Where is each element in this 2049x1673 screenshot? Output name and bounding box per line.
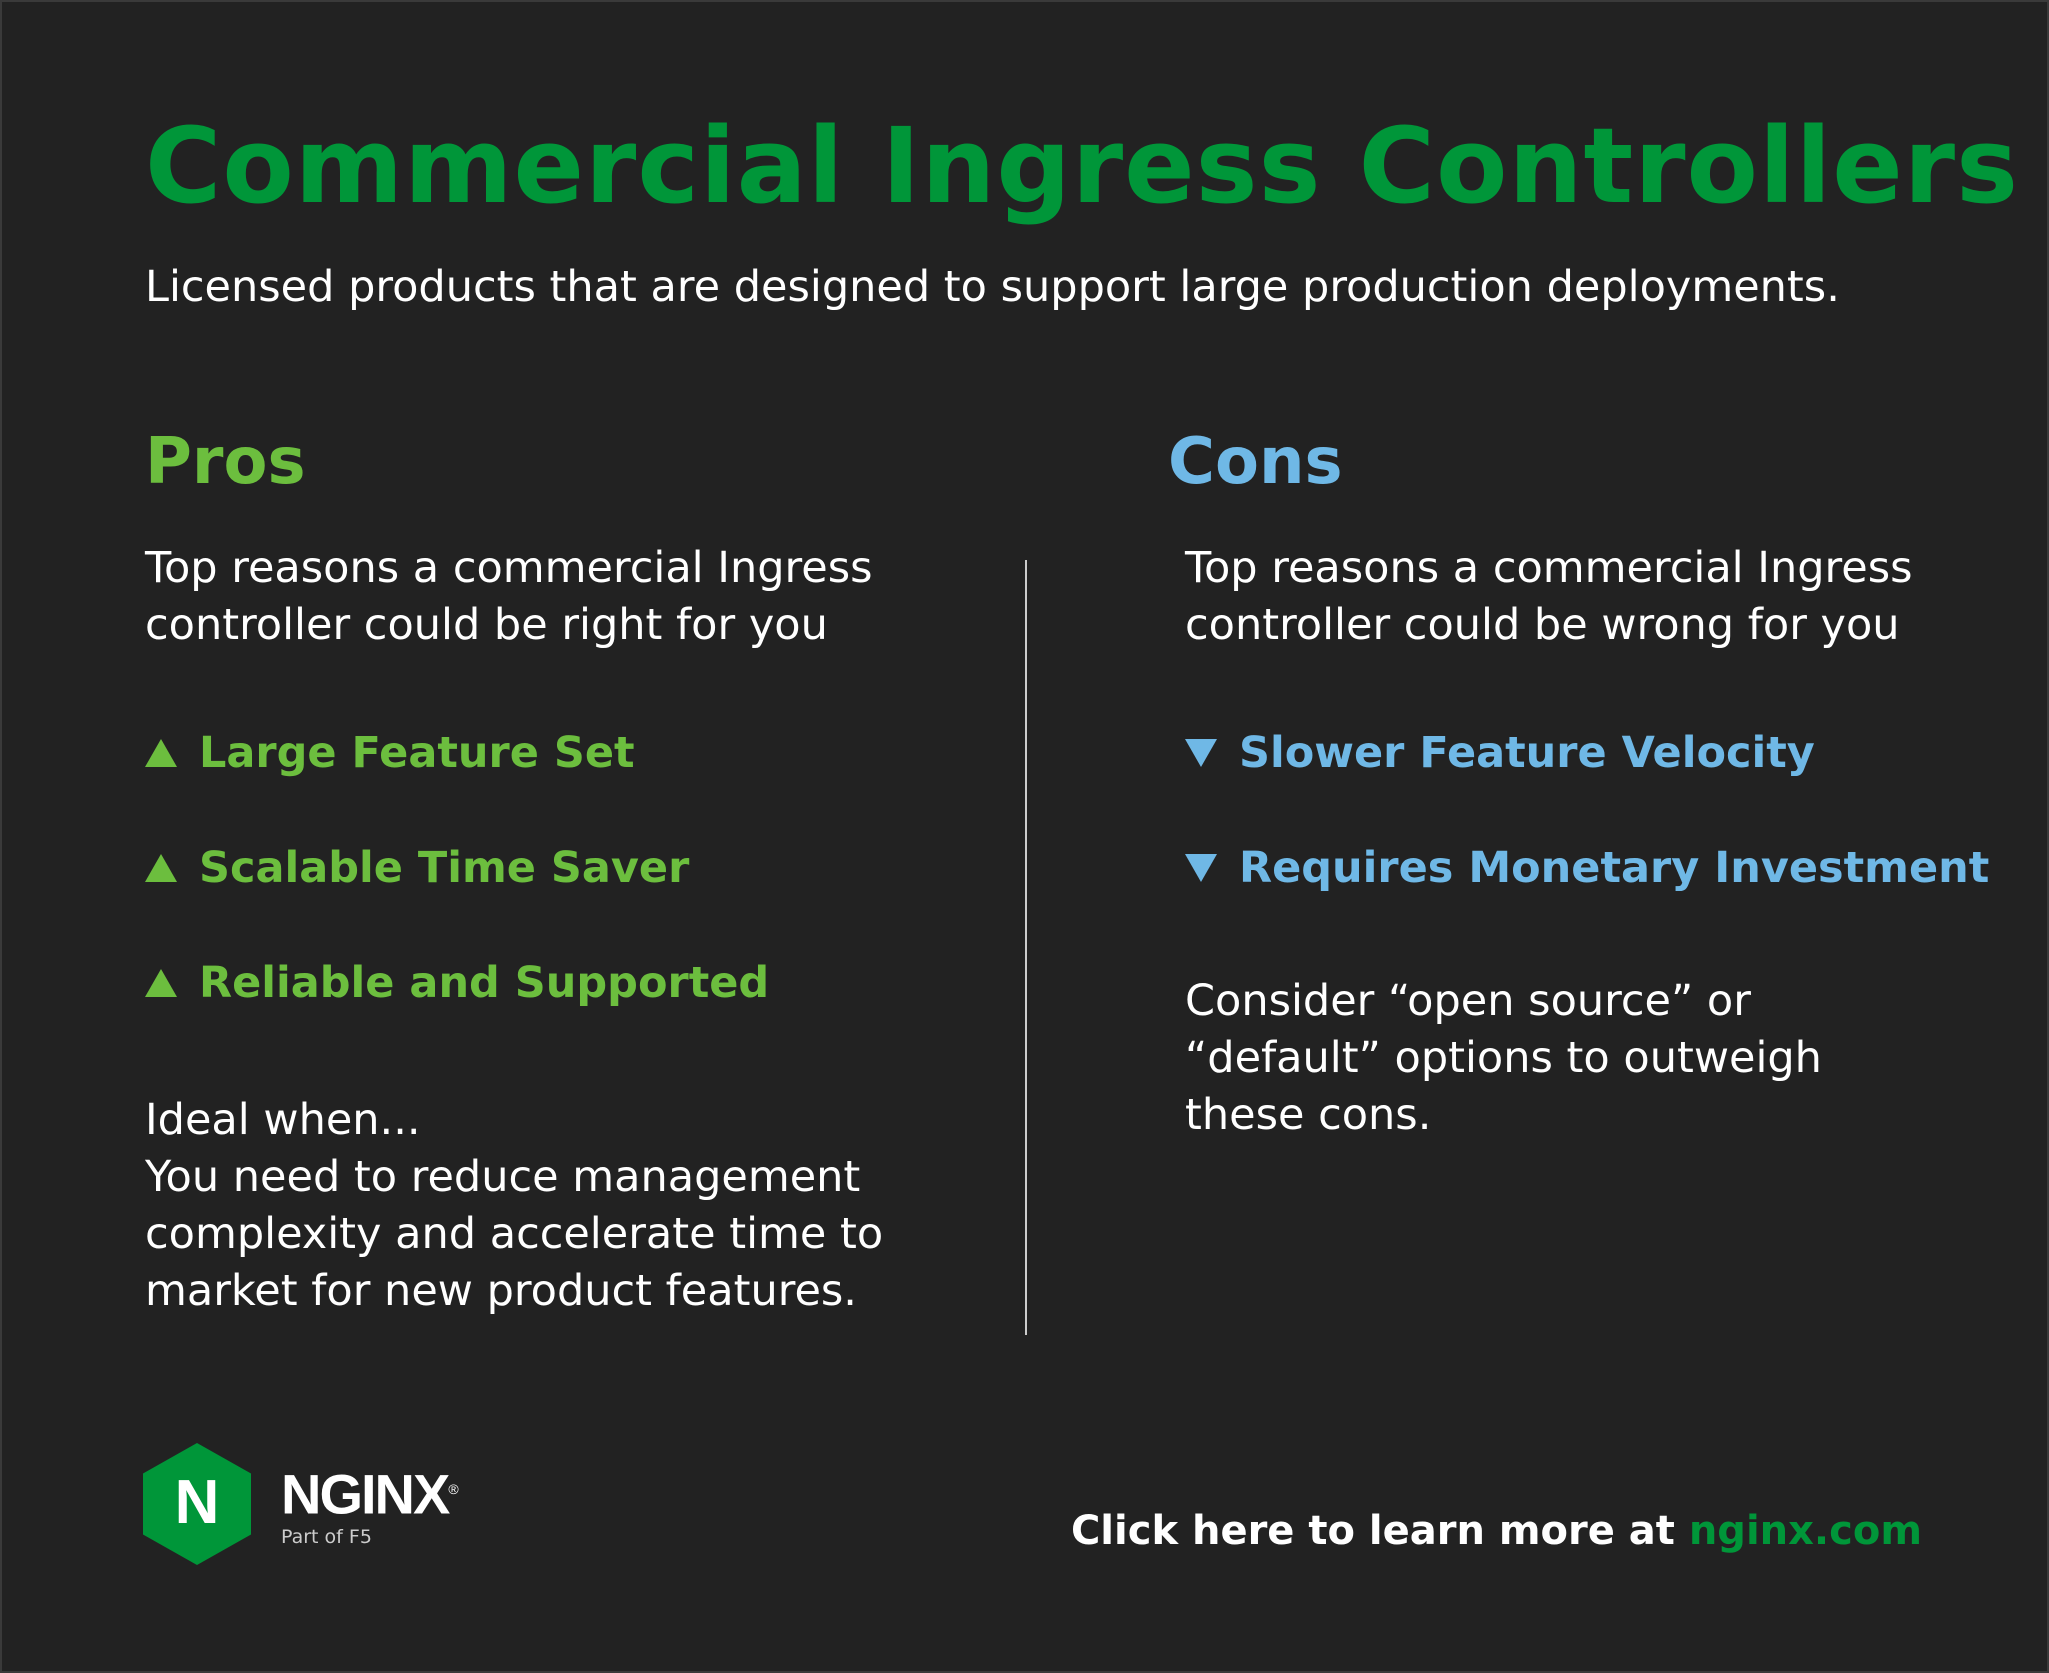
- triangle-down-icon: [1185, 854, 1217, 882]
- pro-item: Large Feature Set: [145, 728, 635, 778]
- triangle-down-icon: [1185, 739, 1217, 767]
- ideal-when-lead: Ideal when...: [145, 1095, 421, 1145]
- consider-note: Consider “open source” or “default” opti…: [1185, 976, 1822, 1140]
- pro-item-label: Scalable Time Saver: [199, 843, 690, 893]
- column-divider: [1025, 560, 1027, 1335]
- cons-heading: Cons: [1168, 425, 1343, 499]
- ideal-when-text: You need to reduce management complexity…: [145, 1152, 884, 1316]
- triangle-up-icon: [145, 854, 177, 882]
- con-item-label: Requires Monetary Investment: [1239, 843, 1990, 893]
- pro-item: Scalable Time Saver: [145, 843, 689, 893]
- nginx-hexagon-icon: N: [143, 1443, 251, 1565]
- con-item: Requires Monetary Investment: [1185, 843, 1989, 893]
- pro-item-label: Large Feature Set: [199, 728, 635, 778]
- cta-text: Click here to learn more at: [1070, 1508, 1689, 1554]
- logo-subtitle: Part of F5: [281, 1525, 372, 1548]
- triangle-up-icon: [145, 739, 177, 767]
- page-subtitle: Licensed products that are designed to s…: [145, 262, 1840, 312]
- logo-letter: N: [175, 1468, 220, 1537]
- pros-heading: Pros: [145, 425, 306, 499]
- cons-intro: Top reasons a commercial Ingress control…: [1185, 543, 1913, 650]
- pros-intro: Top reasons a commercial Ingress control…: [145, 543, 873, 650]
- triangle-up-icon: [145, 969, 177, 997]
- ideal-when-block: Ideal when... You need to reduce managem…: [145, 1092, 965, 1320]
- registered-mark: ®: [448, 1481, 459, 1498]
- cta-url[interactable]: nginx.com: [1688, 1508, 1922, 1554]
- logo-name: NGINX: [281, 1462, 450, 1526]
- pro-item-label: Reliable and Supported: [199, 958, 770, 1008]
- nginx-logo[interactable]: N NGINX® Part of F5: [143, 1443, 459, 1565]
- con-item-label: Slower Feature Velocity: [1239, 728, 1815, 778]
- page-title: Commercial Ingress Controllers: [145, 105, 2019, 227]
- learn-more-link[interactable]: Click here to learn more at nginx.com: [1071, 1508, 1922, 1554]
- pro-item: Reliable and Supported: [145, 958, 769, 1008]
- con-item: Slower Feature Velocity: [1185, 728, 1815, 778]
